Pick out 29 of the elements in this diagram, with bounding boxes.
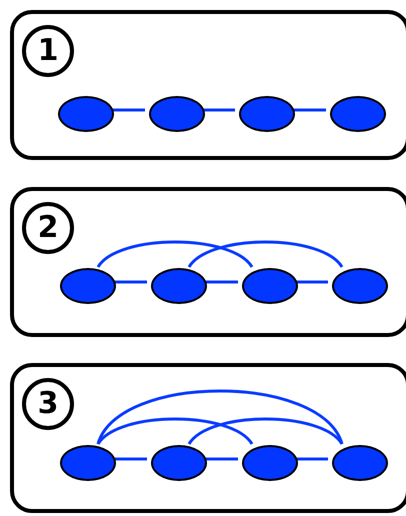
connector-line — [294, 280, 328, 284]
connector-line — [110, 108, 145, 112]
connector-line — [291, 108, 326, 112]
connector-line — [112, 458, 147, 460]
ellipse-node — [242, 268, 298, 304]
ellipse-node — [151, 445, 207, 481]
ellipse-node — [330, 96, 386, 132]
ellipse-node — [332, 268, 388, 304]
connector-line — [188, 418, 344, 445]
connector-line — [112, 280, 147, 284]
ellipse-node — [242, 445, 298, 481]
ellipse-node — [332, 445, 388, 481]
ellipse-node — [60, 268, 116, 304]
ellipse-node — [149, 96, 205, 132]
connector-line — [201, 108, 235, 112]
connector-line — [188, 240, 344, 268]
panel-frame — [10, 187, 406, 337]
connector-line — [96, 418, 254, 445]
connector-line — [96, 240, 254, 268]
connector-line — [203, 458, 238, 460]
ellipse-node — [58, 96, 114, 132]
panel-frame — [10, 10, 406, 160]
ellipse-node — [151, 268, 207, 304]
ellipse-node — [239, 96, 295, 132]
connector-line — [96, 390, 344, 445]
ellipse-node — [60, 445, 116, 481]
connector-line — [203, 280, 238, 284]
connector-line — [294, 458, 328, 460]
panel-frame — [10, 363, 406, 513]
